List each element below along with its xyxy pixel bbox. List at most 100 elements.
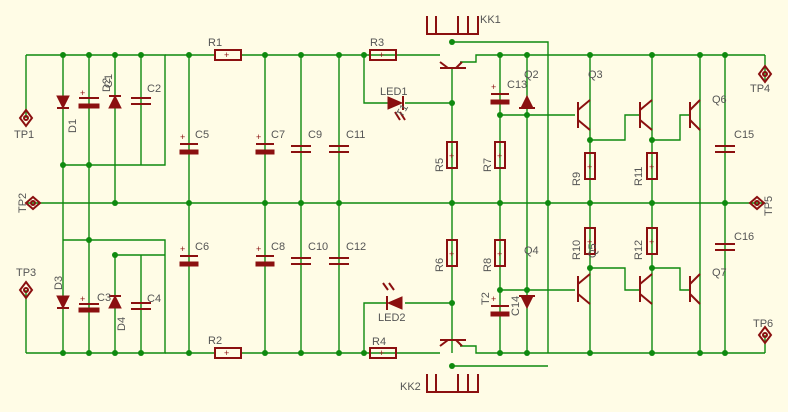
label-c14: C14 (510, 296, 522, 316)
junctions (60, 39, 728, 369)
label-c12: C12 (346, 241, 366, 253)
transistor-q5 (577, 273, 591, 305)
label-d2: D2 (101, 78, 113, 92)
label-q5: Q5 (587, 243, 599, 258)
resistor-r8: + (494, 239, 506, 267)
svg-text:+: + (587, 162, 592, 172)
label-r3: R3 (370, 37, 384, 49)
capacitor-c9 (291, 145, 311, 153)
capacitor-c10 (291, 257, 311, 265)
capacitor-c8: + (255, 244, 275, 267)
heatsink-kk1 (426, 16, 479, 35)
svg-text:+: + (649, 237, 654, 247)
label-c7: C7 (271, 129, 285, 141)
label-r4: R4 (372, 336, 386, 348)
svg-text:+: + (80, 88, 85, 98)
label-c5: C5 (195, 129, 209, 141)
svg-text:+: + (587, 237, 592, 247)
svg-text:+: + (379, 50, 384, 60)
transistor-q7 (689, 273, 701, 305)
svg-text:+: + (180, 132, 185, 142)
label-c6: C6 (195, 241, 209, 253)
label-c11: C11 (346, 129, 365, 141)
diode-d1 (56, 95, 70, 110)
label-r10: R10 (571, 240, 583, 260)
label-r8: R8 (482, 258, 494, 272)
transistor-t1 (439, 61, 466, 69)
svg-text:+: + (497, 151, 502, 161)
label-r7: R7 (482, 158, 494, 172)
svg-text:+: + (491, 294, 496, 304)
zener-q4 (519, 295, 535, 310)
resistor-r9: + (584, 152, 596, 180)
label-tp1: TP1 (14, 129, 34, 141)
svg-text:+: + (224, 50, 229, 60)
label-tp2: TP2 (17, 193, 29, 213)
label-t2: T2 (480, 292, 492, 305)
label-c2: C2 (147, 83, 161, 95)
capacitor-c2 (131, 97, 151, 105)
label-t1: T1 (394, 102, 411, 119)
zener-q2 (519, 94, 535, 109)
transistor-q6 (689, 99, 701, 131)
resistor-r10: + (584, 227, 596, 255)
svg-text:+: + (180, 244, 185, 254)
svg-text:+: + (497, 249, 502, 259)
label-led2: LED2 (378, 312, 406, 324)
test-point-tp4 (757, 64, 773, 84)
resistor-r6: + (446, 239, 458, 267)
svg-text:+: + (224, 348, 229, 358)
resistor-r11: + (646, 152, 658, 180)
label-kk2: KK2 (400, 381, 421, 393)
resistor-r1: + (214, 49, 242, 61)
capacitor-c11 (329, 145, 349, 153)
resistor-r4: + (369, 347, 397, 359)
capacitor-c7: + (255, 132, 275, 155)
label-r9: R9 (571, 172, 583, 186)
svg-text:+: + (80, 294, 85, 304)
led-led1 (387, 96, 406, 121)
svg-text:+: + (256, 132, 261, 142)
label-d4: D4 (116, 317, 128, 331)
label-q7: Q7 (712, 267, 727, 279)
transistor-q3 (577, 99, 591, 131)
label-c8: C8 (271, 241, 285, 253)
test-point-tp1 (18, 108, 34, 128)
resistor-r12: + (646, 227, 658, 255)
label-d3: D3 (53, 276, 65, 290)
test-point-tp6 (757, 325, 773, 345)
label-c15: C15 (734, 129, 754, 141)
capacitor-c13: + (490, 82, 510, 105)
capacitor-c3: + (78, 294, 100, 313)
svg-text:+: + (491, 82, 496, 92)
label-c4: C4 (147, 293, 161, 305)
label-r1: R1 (208, 37, 222, 49)
label-r2: R2 (208, 335, 222, 347)
capacitor-c5: + (179, 132, 199, 155)
svg-text:+: + (449, 151, 454, 161)
label-q2: Q2 (524, 69, 539, 81)
capacitor-c15 (715, 145, 735, 153)
diode-d4 (108, 294, 122, 309)
capacitor-c14: + (490, 294, 510, 317)
test-point-tp2 (24, 195, 42, 211)
resistor-r5: + (446, 141, 458, 169)
led-led2 (382, 282, 403, 310)
label-q4: Q4 (524, 245, 539, 257)
transistor-q6-a (639, 99, 653, 131)
svg-text:+: + (649, 162, 654, 172)
transistor-t2 (439, 339, 466, 347)
resistor-r7: + (494, 141, 506, 169)
capacitor-c4 (131, 302, 151, 310)
capacitor-c6: + (179, 244, 199, 267)
label-r12: R12 (633, 240, 645, 260)
test-point-tp5 (748, 195, 766, 211)
label-tp5: TP5 (763, 196, 775, 216)
label-r11: R11 (633, 167, 645, 186)
label-r6: R6 (434, 258, 446, 272)
capacitor-c16 (715, 243, 735, 251)
label-q3: Q3 (588, 69, 603, 81)
svg-text:+: + (449, 249, 454, 259)
label-c10: C10 (308, 241, 328, 253)
